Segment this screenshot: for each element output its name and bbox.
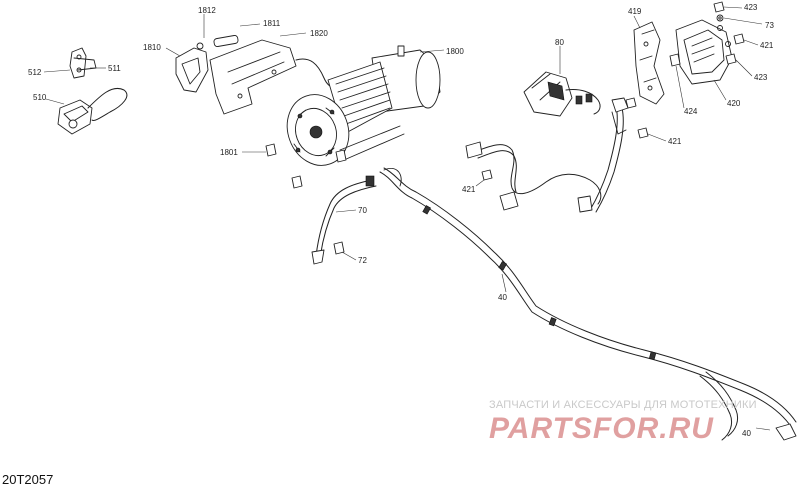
callout-423-top: 423 [744,3,758,12]
callout-421-lower: 421 [462,185,476,194]
winch-bolt-part [265,143,347,189]
callout-73: 73 [765,21,774,30]
callout-1800: 1800 [446,47,464,56]
ground-cable-part [311,175,377,265]
callout-1812: 1812 [198,6,216,15]
callout-1801: 1801 [220,148,238,157]
callout-40-lower: 40 [742,429,751,438]
watermark-logo: PARTSFOR.RU [489,412,714,445]
callout-420: 420 [727,99,741,108]
callout-1810: 1810 [143,43,161,52]
callout-423-right: 423 [754,73,768,82]
winch-part [286,45,441,166]
callout-419: 419 [628,7,642,16]
control-module-420-part [675,19,733,85]
callout-80: 80 [555,38,564,47]
contactor-80-part [523,71,601,117]
bracket-419-part [633,21,665,105]
callout-1811: 1811 [263,19,281,28]
callout-511: 511 [108,64,121,73]
callout-70: 70 [358,206,367,215]
switch-bracket-part [69,47,97,79]
washer-73-part [716,14,724,22]
winch-pin-part [213,35,239,47]
nut-421-lower-part [481,169,493,181]
callout-40-upper: 40 [498,293,507,302]
callout-512: 512 [28,68,42,77]
fastener-424-part [669,53,681,67]
callout-421-right: 421 [760,41,774,50]
switch-part [57,88,128,135]
callout-424: 424 [684,107,698,116]
harness-cable-part [465,97,629,213]
callout-1820: 1820 [310,29,328,38]
drawing-code: 20T2057 [2,472,54,487]
callout-72: 72 [358,256,367,265]
callout-510: 510 [33,93,47,102]
bolt-72-part [333,241,345,255]
winch-rope-guide-part [175,42,209,93]
nut-423-part [713,1,737,65]
power-cable-part [379,167,797,441]
watermark-tagline: ЗАПЧАСТИ И АКСЕССУАРЫ ДЛЯ МОТОТЕХНИКИ [489,399,757,411]
callout-421-mid: 421 [668,137,682,146]
nut-421-part [625,33,745,139]
